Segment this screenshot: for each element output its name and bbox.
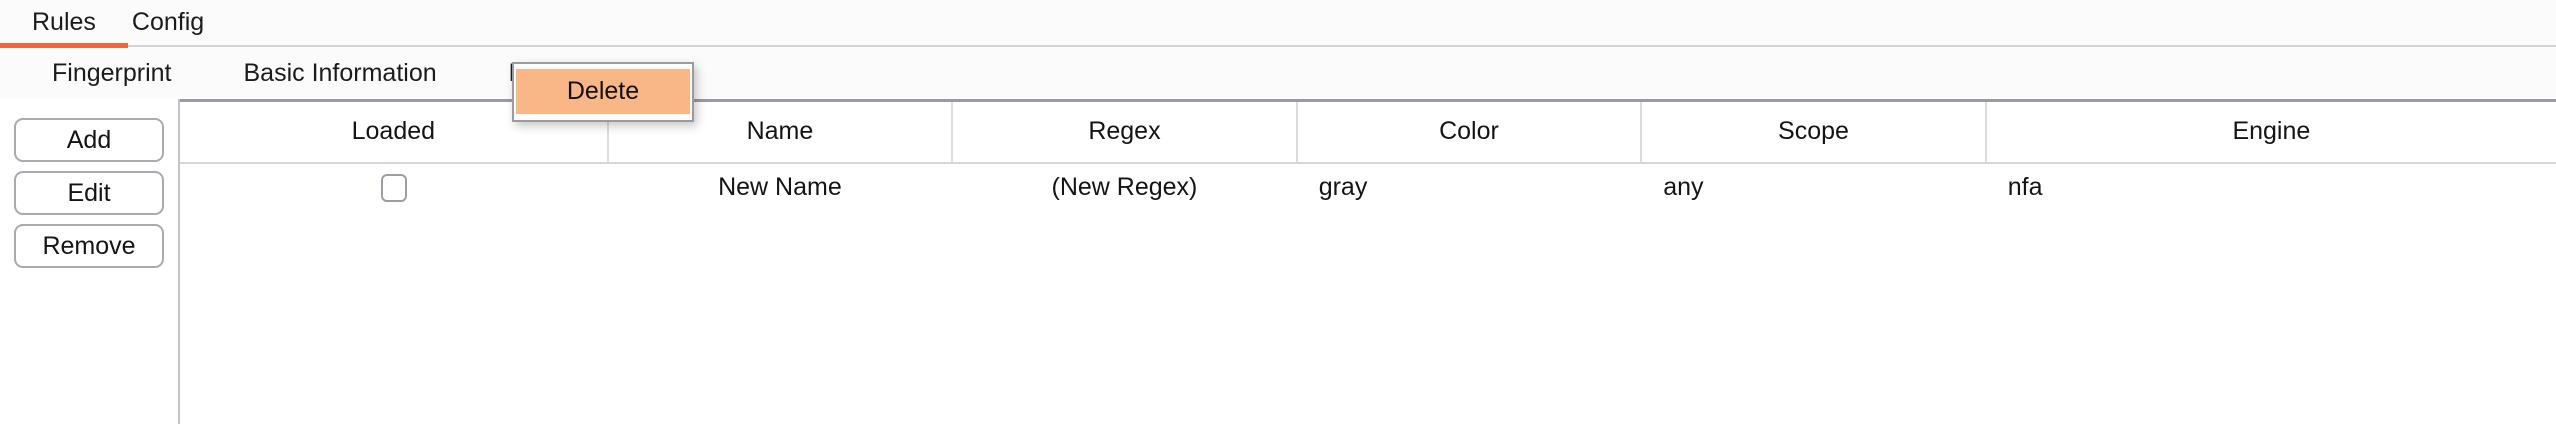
context-menu-item-delete[interactable]: Delete bbox=[516, 69, 690, 114]
table-row[interactable]: New Name (New Regex) gray any nfa bbox=[180, 162, 2556, 211]
rules-table-container: Loaded Name Regex Color Scope Engine New… bbox=[178, 99, 2556, 424]
loaded-checkbox[interactable] bbox=[380, 173, 407, 202]
tab-config-label: Config bbox=[131, 8, 205, 36]
top-tab-bar-divider bbox=[0, 45, 2556, 47]
add-button[interactable]: Add bbox=[14, 118, 164, 162]
column-header-scope[interactable]: Scope bbox=[1641, 99, 1987, 164]
cell-regex: (New Regex) bbox=[952, 162, 1297, 211]
tab-rules-label: Rules bbox=[32, 8, 96, 36]
cell-name: New Name bbox=[607, 162, 953, 211]
sub-tab-fingerprint[interactable]: Fingerprint bbox=[16, 61, 208, 86]
column-header-regex[interactable]: Regex bbox=[952, 99, 1298, 164]
sub-tab-basic-information-label: Basic Information bbox=[243, 59, 437, 87]
column-header-engine[interactable]: Engine bbox=[1985, 99, 2556, 164]
cell-color: gray bbox=[1296, 162, 1642, 211]
cell-scope: any bbox=[1641, 162, 1986, 211]
cell-engine: nfa bbox=[1985, 162, 2556, 211]
context-menu: Delete bbox=[512, 62, 694, 122]
edit-button[interactable]: Edit bbox=[14, 171, 164, 215]
sub-tab-fingerprint-label: Fingerprint bbox=[52, 59, 172, 87]
column-header-color[interactable]: Color bbox=[1296, 99, 1643, 164]
cell-loaded bbox=[180, 162, 608, 211]
sub-tab-bar: Fingerprint Basic Information New 0 bbox=[0, 49, 2556, 146]
remove-button[interactable]: Remove bbox=[14, 224, 164, 268]
tab-rules[interactable]: Rules bbox=[14, 5, 114, 35]
tab-config[interactable]: Config bbox=[114, 5, 222, 35]
tab-rules-active-underline bbox=[0, 43, 128, 48]
rules-table-body: New Name (New Regex) gray any nfa bbox=[180, 162, 2556, 211]
rules-body: Add Edit Remove Loaded Name Re bbox=[0, 99, 2556, 424]
top-tab-bar: Rules Config bbox=[0, 0, 2556, 49]
rule-action-buttons: Add Edit Remove bbox=[0, 99, 178, 424]
sub-tab-basic-information[interactable]: Basic Information bbox=[208, 61, 473, 86]
